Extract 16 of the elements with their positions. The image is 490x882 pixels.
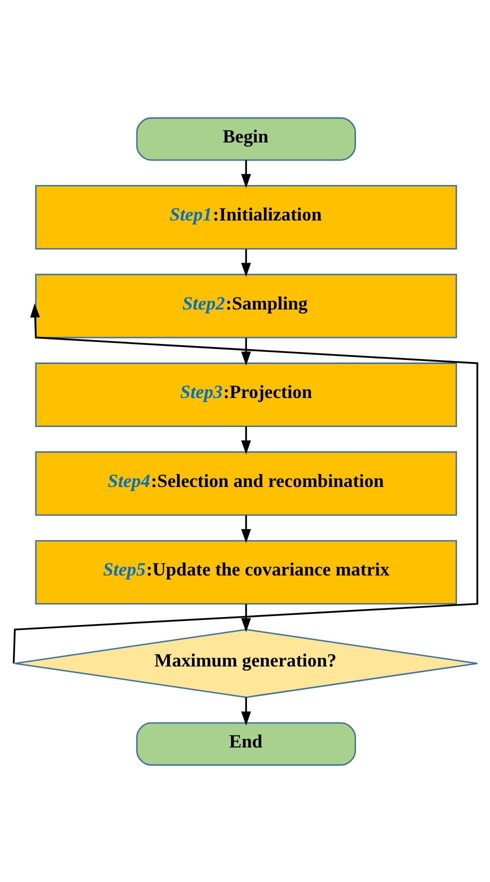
arrow xyxy=(240,160,250,188)
arrow xyxy=(240,248,250,276)
arrow xyxy=(240,696,250,726)
node-box: Step1:Initialization xyxy=(34,184,456,249)
node-box: Step3:Projection xyxy=(34,362,456,427)
node-box: Begin xyxy=(136,116,356,160)
node-box: Step4:Selection and recombination xyxy=(34,450,456,516)
arrow xyxy=(12,302,478,663)
arrow xyxy=(240,426,250,454)
node-diamond: Maximum generation? xyxy=(14,628,478,698)
node-box: End xyxy=(136,722,356,766)
node-box: Step5:Update the covariance matrix xyxy=(34,540,456,604)
node-box: Step2:Sampling xyxy=(34,273,456,338)
arrow xyxy=(240,514,250,543)
arrow xyxy=(240,604,250,632)
arrow xyxy=(240,337,250,366)
